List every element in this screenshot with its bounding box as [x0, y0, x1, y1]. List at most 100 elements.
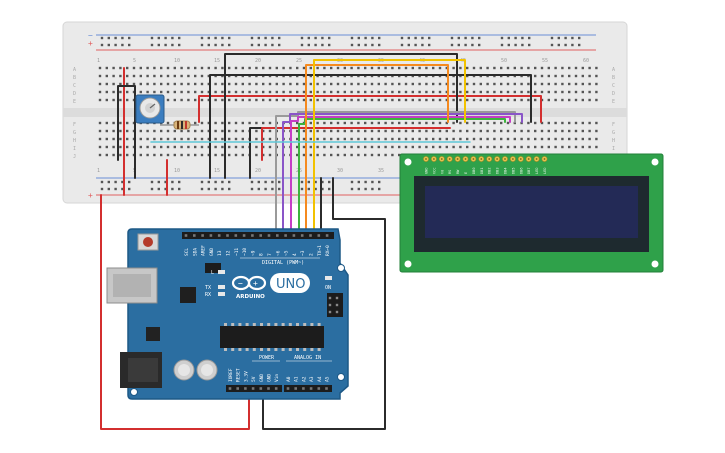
breadboard-rail-hole[interactable]	[221, 187, 224, 191]
breadboard-hole[interactable]	[384, 82, 387, 86]
breadboard-hole[interactable]	[534, 74, 537, 78]
breadboard-hole[interactable]	[166, 98, 170, 102]
breadboard-hole[interactable]	[302, 66, 306, 70]
breadboard-hole[interactable]	[581, 90, 584, 94]
breadboard-hole[interactable]	[411, 137, 414, 141]
breadboard-hole[interactable]	[221, 98, 224, 102]
breadboard-hole[interactable]	[370, 121, 374, 125]
breadboard-hole[interactable]	[296, 82, 299, 86]
breadboard-hole[interactable]	[418, 145, 421, 149]
breadboard-hole[interactable]	[309, 98, 312, 102]
breadboard-rail-hole[interactable]	[371, 180, 374, 184]
breadboard-hole[interactable]	[540, 129, 544, 133]
breadboard-hole[interactable]	[493, 66, 496, 70]
breadboard-rail-hole[interactable]	[571, 36, 574, 40]
breadboard-hole[interactable]	[411, 121, 414, 125]
breadboard-hole[interactable]	[438, 137, 442, 141]
breadboard-rail-hole[interactable]	[550, 36, 554, 40]
breadboard-hole[interactable]	[391, 121, 394, 125]
breadboard-rail-hole[interactable]	[314, 43, 317, 47]
header-pin[interactable]	[234, 234, 238, 237]
breadboard-hole[interactable]	[139, 145, 142, 149]
breadboard-hole[interactable]	[581, 74, 584, 78]
breadboard-hole[interactable]	[200, 74, 204, 78]
breadboard-hole[interactable]	[302, 153, 306, 157]
breadboard-hole[interactable]	[336, 153, 340, 157]
breadboard-hole[interactable]	[581, 82, 584, 86]
breadboard-rail-hole[interactable]	[371, 36, 374, 40]
breadboard-hole[interactable]	[418, 98, 421, 102]
header-pin[interactable]	[226, 234, 229, 237]
breadboard-hole[interactable]	[330, 137, 333, 141]
breadboard-hole[interactable]	[445, 145, 448, 149]
breadboard-hole[interactable]	[472, 129, 476, 133]
breadboard-rail-hole[interactable]	[164, 36, 167, 40]
breadboard-hole[interactable]	[194, 74, 197, 78]
breadboard-hole[interactable]	[452, 129, 455, 133]
breadboard-hole[interactable]	[466, 129, 469, 133]
breadboard-hole[interactable]	[513, 145, 516, 149]
breadboard-hole[interactable]	[146, 129, 149, 133]
breadboard-rail-hole[interactable]	[107, 36, 110, 40]
header-pin[interactable]	[251, 387, 255, 390]
breadboard-hole[interactable]	[105, 66, 108, 70]
breadboard-rail-hole[interactable]	[350, 180, 354, 184]
breadboard-hole[interactable]	[173, 145, 176, 149]
breadboard-hole[interactable]	[336, 66, 340, 70]
breadboard-hole[interactable]	[493, 137, 496, 141]
breadboard-hole[interactable]	[262, 66, 265, 70]
breadboard-hole[interactable]	[398, 153, 401, 157]
breadboard-hole[interactable]	[595, 98, 598, 102]
breadboard-hole[interactable]	[302, 129, 306, 133]
breadboard-hole[interactable]	[527, 98, 530, 102]
reset-button[interactable]	[143, 237, 153, 247]
header-pin[interactable]	[209, 234, 213, 237]
breadboard-hole[interactable]	[112, 82, 115, 86]
breadboard-hole[interactable]	[574, 66, 578, 70]
breadboard-rail-hole[interactable]	[114, 180, 117, 184]
breadboard-hole[interactable]	[466, 98, 469, 102]
breadboard-rail-hole[interactable]	[278, 180, 281, 184]
breadboard-hole[interactable]	[438, 66, 442, 70]
breadboard-hole[interactable]	[241, 153, 244, 157]
breadboard-hole[interactable]	[370, 153, 374, 157]
header-pin[interactable]	[325, 387, 328, 390]
breadboard-hole[interactable]	[574, 82, 578, 86]
breadboard-rail-hole[interactable]	[114, 36, 117, 40]
breadboard-hole[interactable]	[241, 145, 244, 149]
breadboard-hole[interactable]	[309, 66, 312, 70]
breadboard-hole[interactable]	[554, 82, 557, 86]
breadboard-rail-hole[interactable]	[300, 180, 304, 184]
breadboard-hole[interactable]	[119, 98, 122, 102]
breadboard-hole[interactable]	[146, 90, 149, 94]
breadboard-hole[interactable]	[160, 90, 163, 94]
breadboard-hole[interactable]	[384, 129, 387, 133]
breadboard-hole[interactable]	[105, 90, 108, 94]
breadboard-hole[interactable]	[364, 145, 367, 149]
breadboard-hole[interactable]	[561, 129, 564, 133]
header-pin[interactable]	[228, 387, 232, 390]
breadboard-hole[interactable]	[316, 121, 319, 125]
breadboard-hole[interactable]	[194, 153, 197, 157]
breadboard-hole[interactable]	[534, 98, 537, 102]
wire-black-gnd[interactable]	[262, 177, 386, 430]
breadboard-hole[interactable]	[452, 121, 455, 125]
breadboard-rail-hole[interactable]	[207, 43, 210, 47]
breadboard-hole[interactable]	[350, 82, 353, 86]
breadboard-hole[interactable]	[255, 137, 258, 141]
breadboard-hole[interactable]	[595, 121, 598, 125]
breadboard-rail-hole[interactable]	[407, 36, 410, 40]
breadboard-hole[interactable]	[214, 121, 217, 125]
breadboard-hole[interactable]	[500, 137, 503, 141]
lcd-screen[interactable]	[425, 186, 638, 238]
breadboard-hole[interactable]	[391, 153, 394, 157]
breadboard-hole[interactable]	[534, 82, 537, 86]
breadboard-hole[interactable]	[119, 82, 122, 86]
breadboard-hole[interactable]	[296, 145, 299, 149]
breadboard-hole[interactable]	[105, 129, 108, 133]
breadboard-rail-hole[interactable]	[364, 187, 367, 191]
breadboard-hole[interactable]	[105, 153, 108, 157]
header-pin[interactable]	[217, 234, 221, 237]
breadboard-hole[interactable]	[302, 98, 306, 102]
